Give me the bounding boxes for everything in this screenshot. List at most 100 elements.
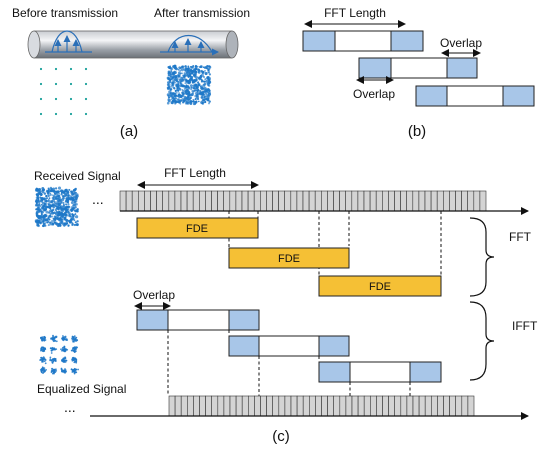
noise-point — [60, 212, 63, 215]
equalized-point — [45, 369, 47, 371]
sample-cell — [333, 190, 340, 212]
noise-point — [59, 190, 61, 192]
noise-point — [192, 98, 195, 101]
fde-label-3: FDE — [369, 281, 391, 293]
noise-point — [174, 89, 177, 92]
noise-point — [50, 199, 54, 203]
equalized-point — [52, 340, 55, 343]
noise-point — [48, 218, 51, 221]
noise-point — [42, 222, 46, 226]
constellation-dot — [54, 112, 58, 116]
noise-point — [197, 100, 200, 103]
noise-point — [173, 71, 177, 75]
equalized-point — [53, 357, 56, 360]
noise-point — [166, 101, 170, 105]
noise-point — [174, 65, 177, 67]
noise-point — [188, 101, 191, 104]
noise-point — [197, 83, 201, 87]
ellipsis-bottom: ... — [64, 399, 76, 415]
constellation-dot — [39, 112, 43, 116]
equalized-point — [44, 362, 47, 365]
noise-point — [184, 79, 187, 82]
noise-point — [52, 209, 54, 211]
caption-b: (b) — [408, 123, 426, 140]
equalized-point — [75, 371, 78, 374]
noise-point — [206, 98, 210, 102]
equalized-point — [74, 337, 77, 340]
noise-point — [205, 66, 209, 70]
noise-point — [183, 78, 186, 81]
noise-point — [65, 203, 68, 206]
noise-point — [207, 70, 210, 74]
noise-point — [197, 68, 199, 71]
noise-point — [192, 86, 195, 90]
noise-point — [168, 66, 172, 70]
noise-point — [177, 68, 180, 71]
brace-fft — [469, 217, 495, 297]
equalized-point — [43, 367, 46, 369]
noise-point — [62, 203, 65, 207]
noise-point — [170, 98, 173, 101]
noise-point — [204, 71, 208, 76]
sample-cell — [363, 395, 371, 417]
noise-point — [197, 91, 200, 95]
sample-cell — [266, 190, 273, 212]
sample-cell — [187, 395, 194, 417]
noise-point — [70, 201, 74, 205]
equalized-point — [51, 338, 54, 340]
noise-point — [58, 195, 61, 198]
noise-point — [56, 194, 60, 197]
noise-point — [73, 209, 75, 212]
noise-point — [192, 90, 195, 92]
constellation-dot — [39, 97, 43, 101]
sample-cell — [479, 190, 487, 212]
noise-point — [70, 191, 74, 195]
equalized-point — [41, 359, 44, 362]
sample-cell — [180, 395, 188, 417]
equalized-point — [74, 348, 77, 351]
noise-point — [70, 190, 72, 193]
noise-point — [195, 89, 198, 92]
equalized-point — [73, 372, 76, 375]
sample-cell — [375, 190, 383, 212]
noise-point — [43, 214, 47, 218]
noise-point — [203, 80, 206, 83]
noise-point — [200, 92, 203, 96]
noise-point — [185, 87, 188, 89]
sample-cell — [437, 395, 444, 417]
noise-point — [167, 95, 170, 97]
equalized-point — [41, 338, 44, 341]
noise-point — [59, 212, 61, 215]
equalized-point — [43, 339, 46, 342]
noise-point — [70, 198, 74, 201]
sample-cell — [217, 395, 225, 417]
noise-point — [194, 98, 197, 101]
noise-point — [45, 199, 48, 203]
noise-point — [182, 101, 185, 104]
noise-point — [170, 91, 173, 95]
noise-point — [205, 93, 208, 96]
constellation-dot — [54, 97, 58, 101]
noise-point — [51, 204, 54, 207]
noise-point — [187, 76, 190, 79]
noise-point — [194, 70, 198, 74]
noise-point — [50, 210, 54, 213]
noise-point — [169, 93, 173, 97]
noise-point — [45, 208, 47, 211]
noise-point — [175, 67, 178, 71]
equalized-point — [76, 346, 78, 349]
equalized-point — [73, 335, 76, 338]
noise-point — [34, 199, 38, 203]
equalized-point — [43, 369, 46, 372]
sample-cell — [320, 190, 328, 212]
noise-point — [191, 91, 195, 95]
sample-cell — [266, 395, 274, 417]
noise-point — [208, 73, 212, 76]
sample-cell — [168, 190, 176, 212]
sample-cell — [369, 190, 377, 212]
constellation-dot — [39, 82, 43, 86]
noise-point — [178, 88, 182, 91]
noise-point — [40, 218, 44, 222]
noise-point — [58, 194, 61, 197]
noise-point — [73, 188, 77, 191]
